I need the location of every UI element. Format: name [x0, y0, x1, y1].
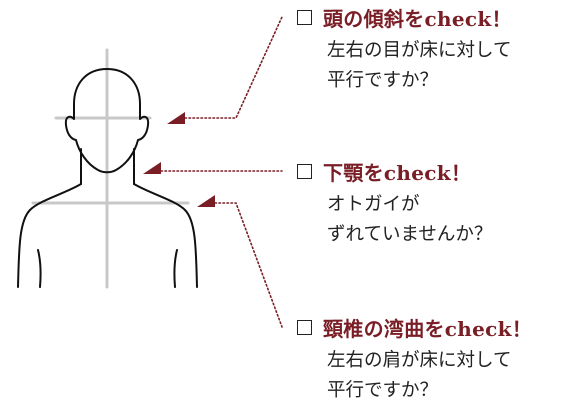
description-line: 平行ですか？	[327, 70, 439, 91]
leader-line-head	[184, 16, 283, 119]
check-item-description: 左右の肩が床に対して 平行ですか？	[327, 346, 562, 406]
description-line: オトガイが	[327, 194, 420, 215]
pointer-triangle-jaw	[143, 162, 161, 174]
check-item-header: 下顎をcheck！	[297, 158, 562, 185]
check-item-header: 頸椎の湾曲をcheck！	[297, 314, 562, 341]
check-item-lower-jaw: 下顎をcheck！ オトガイが ずれていませんか？	[297, 158, 562, 250]
check-item-title: 頸椎の湾曲をcheck！	[323, 316, 533, 341]
leader-line-neck	[214, 202, 283, 328]
pointer-triangle-neck	[197, 195, 215, 207]
description-line: 左右の肩が床に対して	[327, 350, 512, 371]
checkbox-icon[interactable]	[297, 319, 312, 335]
leader-lines	[160, 16, 283, 328]
description-line: 平行ですか？	[327, 380, 439, 401]
check-item-header: 頭の傾斜をcheck！	[297, 4, 562, 31]
right-armpit	[173, 249, 178, 288]
check-item-title: 頭の傾斜をcheck！	[323, 6, 512, 31]
description-line: 左右の目が床に対して	[327, 40, 512, 61]
pointer-markers	[143, 112, 215, 207]
check-item-title: 下顎をcheck！	[323, 160, 472, 185]
check-item-description: オトガイが ずれていませんか？	[327, 190, 562, 250]
left-armpit	[37, 249, 42, 288]
checkbox-icon[interactable]	[297, 163, 312, 179]
guide-lines	[31, 48, 190, 289]
check-item-cervical-curve: 頸椎の湾曲をcheck！ 左右の肩が床に対して 平行ですか？	[297, 314, 562, 406]
head-outline	[64, 68, 150, 174]
human-silhouette	[17, 68, 198, 288]
checkbox-icon[interactable]	[297, 9, 312, 25]
check-item-head-tilt: 頭の傾斜をcheck！ 左右の目が床に対して 平行ですか？	[297, 4, 562, 96]
right-shoulder	[133, 183, 198, 288]
pointer-triangle-head	[167, 112, 185, 124]
check-item-description: 左右の目が床に対して 平行ですか？	[327, 36, 562, 96]
description-line: ずれていませんか？	[327, 224, 493, 245]
left-shoulder	[17, 183, 82, 288]
